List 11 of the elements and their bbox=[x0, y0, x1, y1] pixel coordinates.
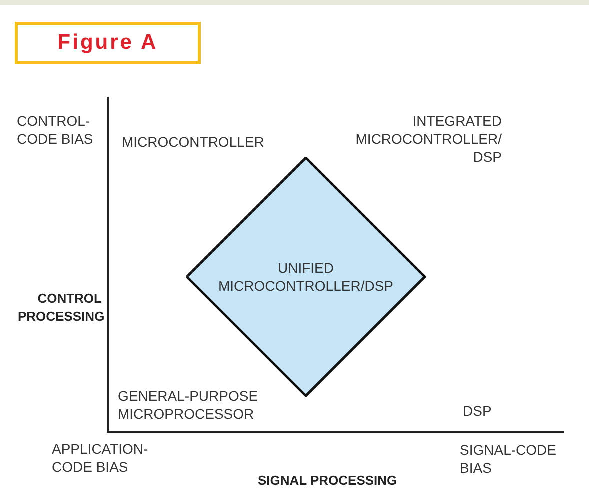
quadrant-label: DSP bbox=[463, 402, 493, 420]
quadrant-label: GENERAL-PURPOSE MICROPROCESSOR bbox=[118, 387, 260, 423]
axis-title: SIGNAL PROCESSING bbox=[258, 472, 398, 490]
figure-title: Figure A bbox=[15, 22, 201, 64]
axis-end-label: SIGNAL-CODE BIAS bbox=[460, 441, 558, 477]
axis-title: CONTROL PROCESSING bbox=[18, 290, 102, 326]
quadrant-label: MICROCONTROLLER bbox=[122, 133, 266, 151]
quadrant-label: INTEGRATED MICROCONTROLLER/ DSP bbox=[354, 112, 502, 166]
diamond-label: UNIFIED MICROCONTROLLER/DSP bbox=[217, 259, 395, 295]
axis-end-label: CONTROL- CODE BIAS bbox=[17, 112, 94, 148]
axis-end-label: APPLICATION- CODE BIAS bbox=[52, 440, 150, 476]
